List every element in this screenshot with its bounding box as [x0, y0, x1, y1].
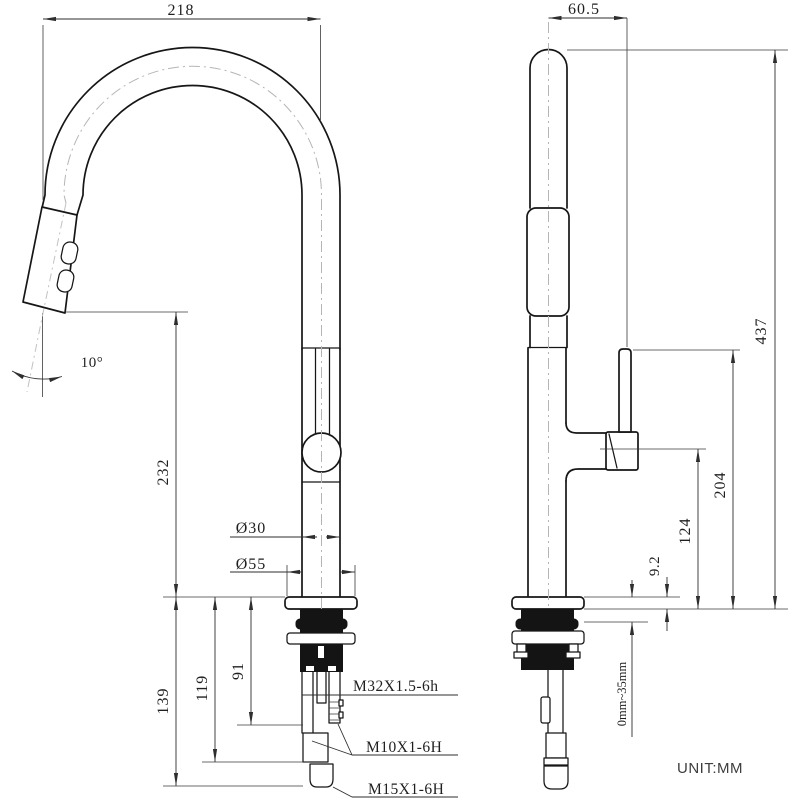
handle-rod: [618, 348, 632, 433]
angle-dimension-text: 10°: [81, 355, 104, 371]
dim-range-text: 0mm~35mm: [615, 662, 629, 727]
port-m10-tab1: [338, 699, 344, 707]
dim-437-text: 437: [753, 318, 770, 345]
hose-side-left: [301, 671, 314, 734]
port-m10-threads: [329, 701, 340, 721]
dim-92-text: 9.2: [647, 556, 663, 576]
rubber-gasket-side: [295, 618, 348, 630]
dim-139-text: 139: [155, 688, 172, 715]
tube-below-sleeve: [529, 315, 568, 349]
handle-arm: [565, 422, 607, 482]
unit-note: UNIT:MM: [677, 760, 743, 777]
hose-clip-front: [540, 696, 551, 724]
shank-notch-right: [328, 666, 336, 671]
label-m10: M10X1-6H: [366, 739, 442, 756]
mounting-plate-side: [286, 632, 356, 645]
spray-button-2: [56, 269, 75, 293]
plate-bolt-left-foot: [513, 651, 529, 659]
nozzle-axis-line: [26, 202, 67, 393]
hose-cone-front: [543, 765, 569, 790]
shank-notch-left: [306, 666, 314, 671]
dim-605-text: 60.5: [568, 1, 600, 18]
handle-base-lever-line: [608, 433, 618, 469]
hose-stub-middle: [316, 671, 327, 704]
dim-124-text: 124: [677, 518, 694, 545]
shank-lower-front: [528, 644, 566, 670]
port-m10-tab2: [338, 711, 344, 719]
dim-dia30-text: Ø30: [236, 520, 267, 537]
side-view-centerline: [63, 65, 322, 609]
angle-arc: [11, 370, 63, 383]
port-m10-body: [328, 671, 341, 724]
hose-connector-front: [545, 732, 567, 759]
dim-dia55-text: Ø55: [236, 556, 267, 573]
dim-204-text: 204: [712, 472, 729, 499]
label-m10-leader: [311, 723, 458, 756]
label-m15-leader: [332, 786, 458, 798]
hose-connector-collar: [543, 757, 569, 766]
label-m32: M32X1.5-6h: [353, 678, 439, 695]
spray-button-1: [60, 241, 79, 265]
handle-base: [605, 431, 639, 471]
hose-fitting-m10-area: [302, 732, 329, 763]
plate-bolt-right-foot: [565, 651, 581, 659]
dim-119-text: 119: [194, 675, 211, 701]
front-view: 60.5 437 204 124 9.2 0mm~35mm: [511, 1, 788, 790]
dim-dia55-ext: [286, 565, 356, 596]
mounting-plate-front: [511, 630, 585, 645]
spout-inner-curve: [76, 84, 303, 350]
dim-91-text: 91: [230, 662, 247, 680]
side-view: 10° M32X1.5-6h M10X1-6H M15X1-6H: [11, 2, 458, 798]
dim-232-text: 232: [155, 459, 172, 486]
hose-cone-m15-side: [309, 763, 334, 788]
rubber-gasket-front: [515, 618, 579, 630]
spout-outer-curve: [41, 46, 341, 350]
label-m15: M15X1-6H: [368, 781, 444, 798]
dim-218-text: 218: [168, 2, 195, 19]
shank-center-slot: [318, 646, 324, 658]
